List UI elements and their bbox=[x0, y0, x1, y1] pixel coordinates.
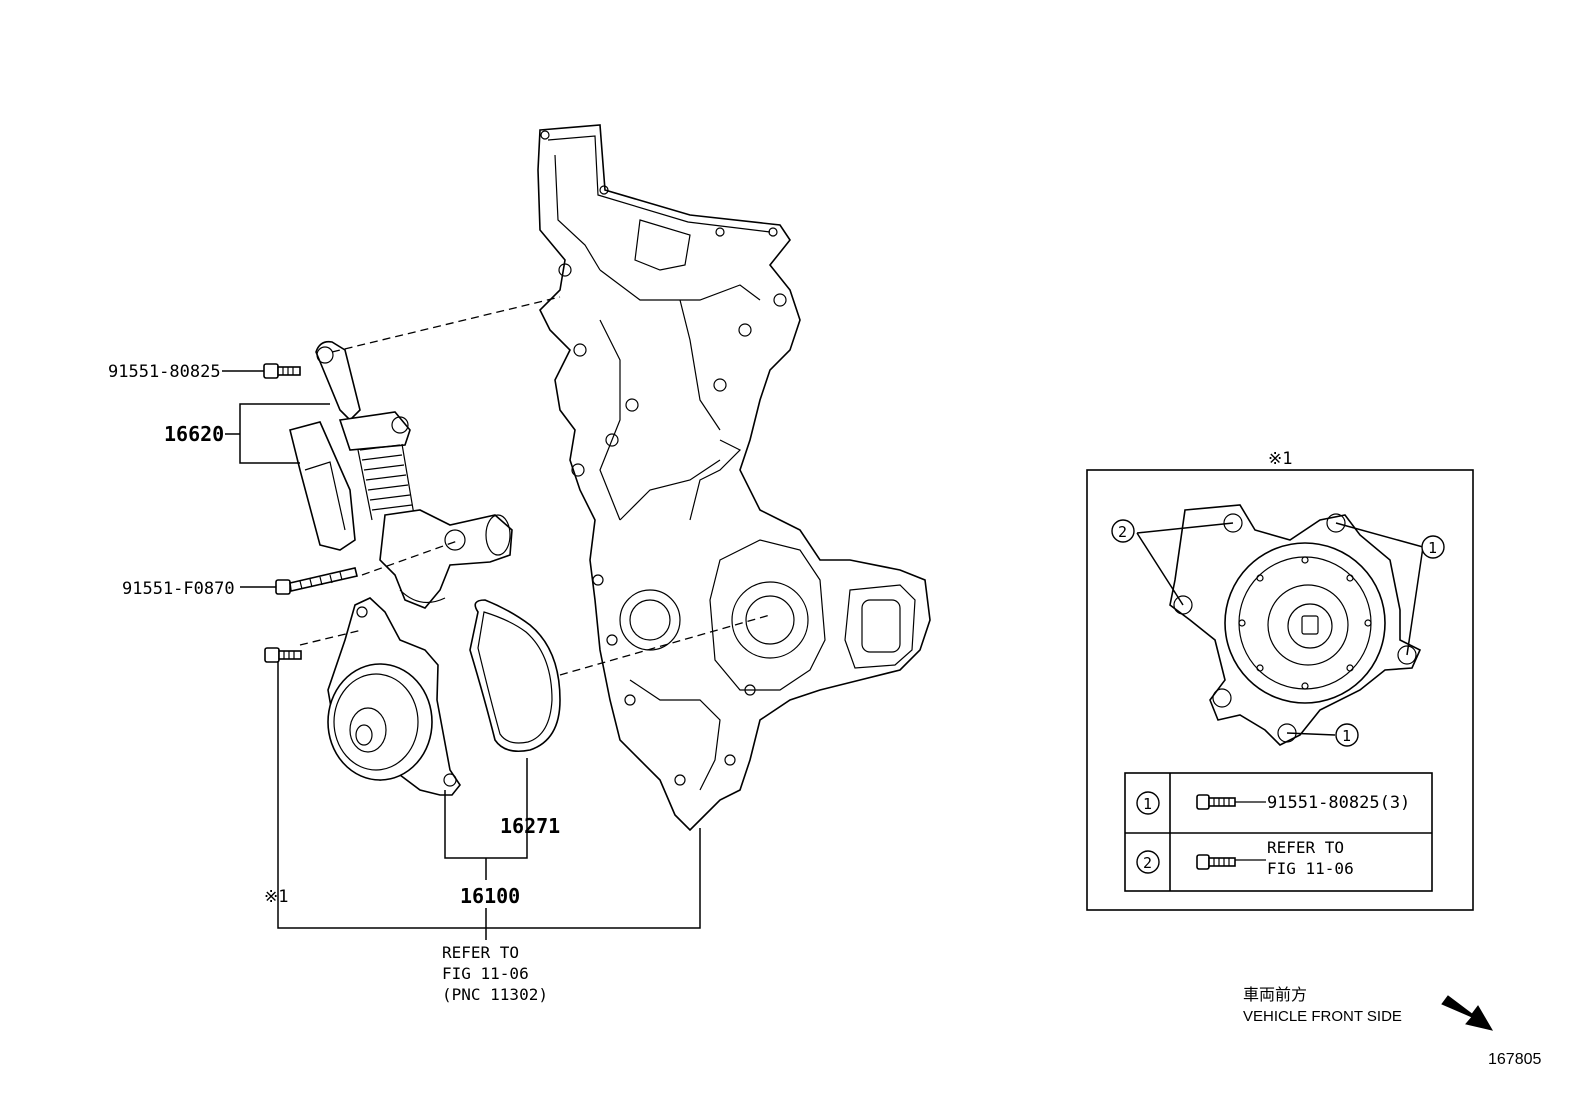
front-direction-arrow-icon bbox=[1441, 995, 1494, 1031]
belt-tensioner bbox=[289, 340, 513, 609]
detail-title: ※1 bbox=[1268, 449, 1292, 469]
marker-1-label-a: 1 bbox=[1428, 539, 1437, 557]
table-row-1-bolt-icon bbox=[1196, 794, 1236, 810]
table-row-1-marker: 1 bbox=[1143, 795, 1152, 813]
marker-2-circle bbox=[1111, 519, 1135, 543]
table-row: 2 REFER TO FIG 11-06 bbox=[1136, 838, 1354, 878]
callout-16100: 16100 bbox=[460, 884, 520, 908]
callout-bolt-91551-F0870: 91551-F0870 bbox=[122, 579, 235, 599]
bolt-note-1 bbox=[264, 647, 302, 663]
alignment-line-1 bbox=[331, 296, 561, 353]
orientation-english: VEHICLE FRONT SIDE bbox=[1243, 1008, 1402, 1025]
refer-text-line2: FIG 11-06 bbox=[442, 964, 529, 983]
alignment-line-2 bbox=[361, 539, 461, 576]
callout-note-mark: ※1 bbox=[264, 887, 288, 907]
detail-table: 1 91551-80825(3) 2 REFER TO bbox=[1124, 772, 1433, 892]
orientation-japanese: 車両前方 bbox=[1243, 986, 1307, 1004]
detail-inset: ※1 2 1 1 bbox=[1086, 449, 1474, 911]
water-pump-assembly bbox=[327, 597, 461, 796]
table-row-2-marker: 2 bbox=[1143, 854, 1152, 872]
leader-lines bbox=[222, 370, 701, 940]
water-pump-gasket bbox=[469, 599, 561, 753]
table-row-1-text: 91551-80825(3) bbox=[1267, 793, 1410, 813]
refer-text-line1: REFER TO bbox=[442, 943, 519, 962]
figure-id: 167805 bbox=[1488, 1051, 1541, 1068]
tensioner-spring bbox=[357, 443, 415, 521]
callout-16620: 16620 bbox=[164, 422, 224, 446]
callout-16271: 16271 bbox=[500, 814, 560, 838]
alignment-line-4 bbox=[559, 614, 771, 676]
table-row-2-text-line1: REFER TO bbox=[1267, 838, 1344, 857]
table-row-2-text-line2: FIG 11-06 bbox=[1267, 859, 1354, 878]
table-row-2-bolt-icon bbox=[1196, 854, 1236, 870]
bolt-91551-F0870 bbox=[275, 567, 358, 595]
bolt-91551-80825 bbox=[263, 363, 301, 379]
timing-chain-cover bbox=[537, 124, 931, 832]
marker-1-circle-b bbox=[1335, 723, 1359, 747]
marker-1-circle-a bbox=[1421, 535, 1445, 559]
refer-text-line3: (PNC 11302) bbox=[442, 985, 548, 1004]
marker-2-label: 2 bbox=[1118, 523, 1127, 541]
callout-bolt-91551-80825: 91551-80825 bbox=[108, 362, 221, 382]
alignment-line-3 bbox=[299, 629, 363, 646]
marker-1-label-b: 1 bbox=[1342, 727, 1351, 745]
table-row: 1 91551-80825(3) bbox=[1136, 791, 1410, 815]
detail-water-pump bbox=[1169, 504, 1422, 746]
